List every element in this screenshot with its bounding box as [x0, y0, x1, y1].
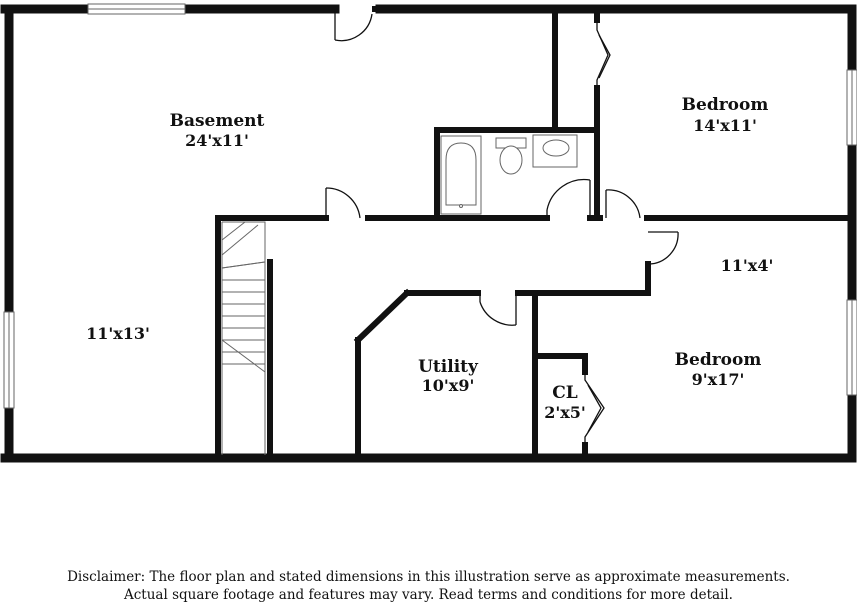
basement-name: Basement — [170, 111, 265, 131]
door-exterior-top — [334, 6, 380, 42]
closet-dim: 2'x5' — [544, 403, 586, 422]
bifold-door-closet — [584, 372, 605, 445]
utility-dim: 10'x9' — [422, 376, 475, 395]
stairs — [221, 221, 266, 455]
floor-plan: Basement 24'x11' 11'x13' Bedroom 14'x11'… — [0, 3, 857, 463]
door-utility — [479, 293, 517, 326]
outer-walls — [0, 4, 857, 463]
door-bedroom-1 — [605, 189, 641, 219]
closet-name: CL — [552, 383, 578, 403]
bifold-door-bedroom-1 — [596, 20, 611, 88]
bedroom-1-name: Bedroom — [682, 95, 769, 115]
utility-name: Utility — [418, 357, 479, 377]
door-basement — [325, 187, 361, 219]
bathroom-fixtures — [440, 134, 578, 215]
disclaimer: Disclaimer: The floor plan and stated di… — [0, 568, 857, 604]
basement-lower-dim: 11'x13' — [86, 324, 150, 343]
bedroom-2-dim: 9'x17' — [692, 370, 745, 389]
basement-dim: 24'x11' — [185, 131, 249, 150]
bedroom-1-dim: 14'x11' — [693, 116, 757, 135]
sink — [542, 139, 570, 157]
doors — [325, 6, 679, 445]
door-hall — [647, 231, 679, 265]
door-bathroom — [546, 178, 591, 218]
bathtub — [440, 135, 482, 215]
toilet-bowl — [499, 145, 523, 175]
windows — [3, 3, 857, 409]
hall-dim: 11'x4' — [721, 256, 774, 275]
disclaimer-line-2: Actual square footage and features may v… — [124, 587, 733, 603]
interior-walls — [215, 11, 855, 461]
bedroom-2-name: Bedroom — [675, 350, 762, 370]
disclaimer-line-1: Disclaimer: The floor plan and stated di… — [67, 569, 790, 585]
